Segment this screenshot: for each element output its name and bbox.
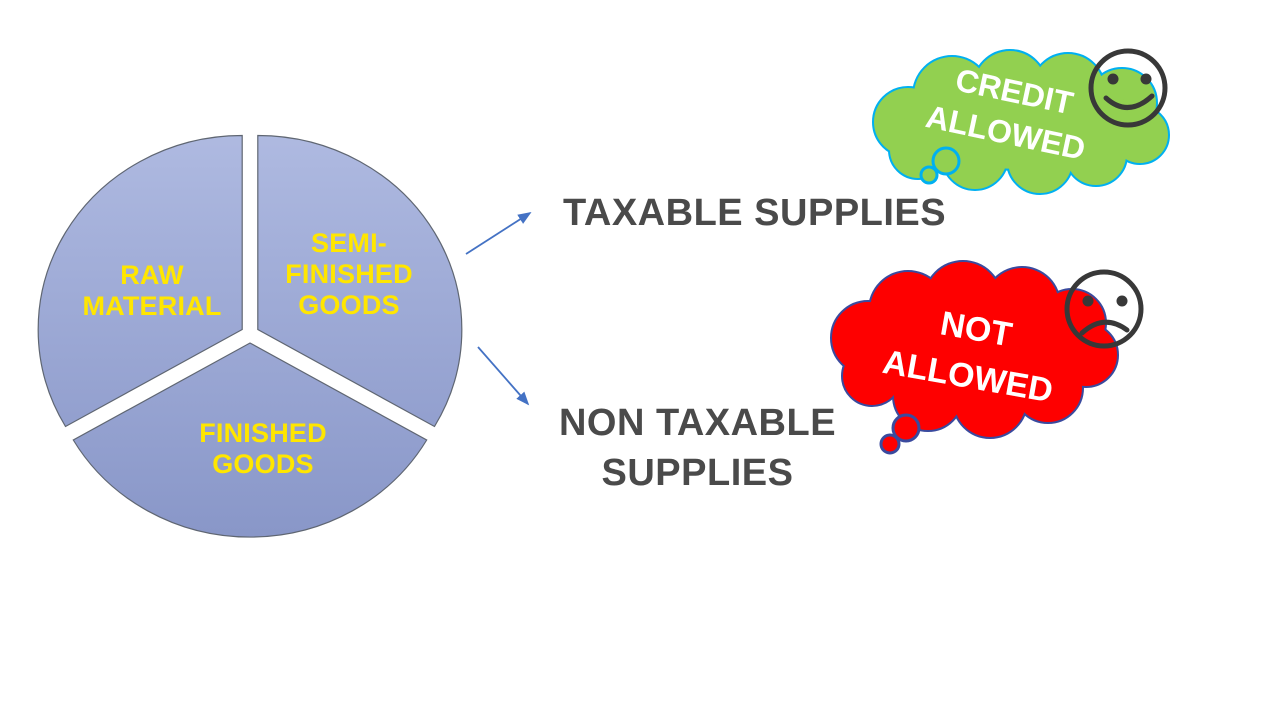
credit-cloud-tail [919,146,961,185]
sad-face-icon [1064,269,1144,349]
not-allowed-cloud-tail [879,413,921,455]
arrow-to-taxable [465,212,532,255]
pie-slice-raw-material [37,134,243,428]
taxable-supplies-label: TAXABLE SUPPLIES [563,192,947,234]
pie-label-semi-finished-goods: SEMI- FINISHED GOODS [285,228,413,320]
pie-label-raw-material: RAW MATERIAL [82,260,222,321]
pie-slice-semi-finished-goods [257,134,463,428]
non-taxable-supplies-label: NON TAXABLE SUPPLIES [558,402,837,494]
credit-allowed-cloud [872,49,1170,195]
not-allowed-cloud [830,260,1119,455]
smiley-face-icon [1088,48,1168,128]
arrow-to-non-taxable [477,346,530,406]
goods-pie-chart [37,134,463,538]
branch-arrows [465,212,532,406]
pie-slice-finished-goods [72,342,428,538]
pie-label-finished-goods: FINISHED GOODS [199,418,327,479]
